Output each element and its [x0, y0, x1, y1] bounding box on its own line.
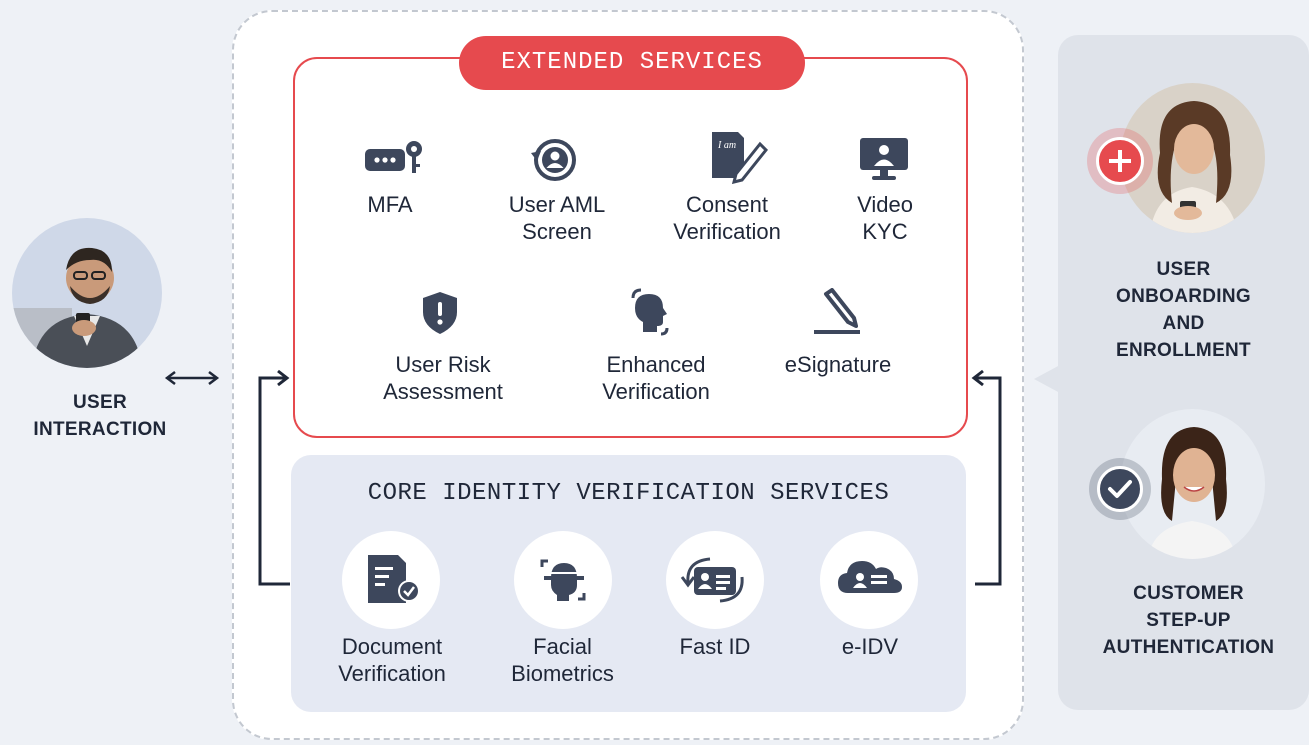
fast-id-card-icon — [680, 557, 744, 603]
user-interaction-photo — [12, 218, 162, 368]
checkmark-icon — [1097, 466, 1143, 512]
aml-screen-label: User AML Screen — [508, 192, 606, 244]
svg-text:I am: I am — [717, 140, 736, 151]
panel-pointer — [1034, 365, 1060, 393]
step-up-user-photo — [1120, 409, 1265, 559]
esignature-label: eSignature — [784, 352, 892, 377]
consent-verification-label: Consent Verification — [673, 192, 781, 244]
fast-id-circle — [666, 531, 764, 629]
facial-biometrics-circle — [514, 531, 612, 629]
facial-scan-icon — [540, 559, 586, 601]
onboarding-label: USER ONBOARDING AND ENROLLMENT — [1116, 259, 1251, 361]
esignature-pen-icon — [812, 288, 862, 341]
document-verification-circle — [342, 531, 440, 629]
mfa-key-icon — [362, 138, 426, 187]
fast-id-label: Fast ID — [679, 634, 751, 659]
onboarding-user-photo — [1120, 83, 1265, 233]
extended-services-title: EXTENDED SERVICES — [459, 36, 805, 90]
risk-assessment-label: User Risk Assessment — [383, 352, 503, 404]
plus-icon — [1096, 137, 1144, 185]
user-interaction-label: USER INTERACTION — [33, 392, 167, 440]
facial-biometrics-label: Facial Biometrics — [511, 634, 614, 686]
document-check-icon — [368, 555, 420, 603]
e-idv-label: e-IDV — [841, 634, 899, 659]
document-verification-label: Document Verification — [338, 634, 446, 686]
mfa-label: MFA — [367, 192, 413, 217]
video-kyc-monitor-icon — [858, 136, 910, 187]
enhanced-verification-label: Enhanced Verification — [602, 352, 710, 404]
step-up-label: CUSTOMER STEP-UP AUTHENTICATION — [1102, 583, 1275, 658]
aml-screen-icon — [527, 135, 581, 190]
video-kyc-label: Video KYC — [857, 192, 913, 244]
enhanced-verification-icon — [625, 286, 675, 341]
consent-document-icon: I am — [708, 130, 772, 189]
extended-services-box — [293, 57, 968, 438]
e-idv-circle — [820, 531, 918, 629]
risk-shield-icon — [419, 290, 461, 341]
core-services-title: CORE IDENTITY VERIFICATION SERVICES — [367, 480, 890, 507]
cloud-id-icon — [838, 561, 902, 593]
